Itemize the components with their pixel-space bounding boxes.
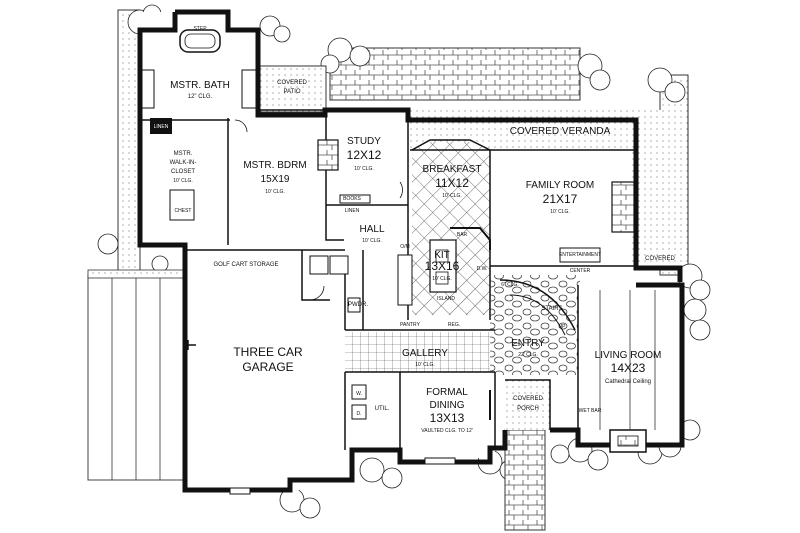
walkin-l3: CLOSET: [171, 169, 195, 175]
walkin-l2: WALK-IN-: [170, 160, 197, 166]
covered-patio-l1: COVERED: [277, 80, 307, 86]
walkin-l1: MSTR.: [174, 151, 193, 157]
mstr-bdrm-label: MSTR. BDRM: [243, 160, 306, 171]
three-car-l2: GARAGE: [242, 360, 293, 374]
driveway: [87, 269, 184, 481]
room-fills: [138, 12, 682, 490]
mstr-bath-label: MSTR. BATH: [170, 80, 230, 91]
kit-size: 13X16: [425, 259, 460, 273]
books-label: BOOKS: [343, 196, 361, 202]
formal-dining-size: 13X13: [430, 411, 465, 425]
study-clg: 10' CLG.: [354, 166, 374, 172]
chest-label: CHEST: [175, 208, 192, 214]
formal-dining-clg: VAULTED CLG. TO 12': [421, 428, 472, 434]
interior-walls: [140, 109, 636, 460]
fixtures: [141, 29, 656, 495]
gallery-clg: 10' CLG.: [415, 362, 435, 368]
entry-label: ENTRY: [511, 338, 545, 349]
util-label: UTIL.: [375, 406, 390, 412]
entertainment-l2: CENTER: [570, 268, 591, 274]
mstr-bath-clg: 12" CLG.: [188, 94, 213, 100]
breakfast-clg: 10' CLG.: [442, 193, 462, 199]
living-room-size: 14X23: [611, 361, 646, 375]
room-labels: STEP MSTR. BATH 12" CLG. LINEN MSTR. WAL…: [154, 26, 676, 434]
step-label: STEP: [193, 26, 207, 32]
family-room-clg: 10' CLG.: [550, 209, 570, 215]
dw-label: D.W.: [477, 266, 488, 272]
hall-label: HALL: [359, 224, 384, 235]
covered-porch-l1: COVERED: [513, 396, 543, 402]
bath-linen-label: LINEN: [154, 124, 169, 130]
pantry-label: PANTRY: [400, 322, 420, 328]
covered-veranda-label: COVERED VERANDA: [510, 126, 611, 137]
washer-label: W.: [356, 391, 362, 397]
entry-clg: 22' CLG.: [518, 352, 538, 358]
kit-label: KIT: [434, 250, 450, 261]
mstr-bdrm-size: 15X19: [261, 174, 290, 185]
mstr-bdrm-clg: 10' CLG.: [265, 189, 285, 195]
island-label: ISLAND: [437, 296, 455, 302]
kit-clg: 10' CLG.: [432, 276, 452, 282]
formal-dining-l2: DINING: [430, 400, 465, 411]
dryer-label: D.: [357, 411, 362, 417]
stairs-label: STAIRS: [541, 306, 562, 312]
linen-label: LINEN: [345, 208, 360, 214]
study-size: 12X12: [347, 148, 382, 162]
up-label: UP: [559, 324, 567, 330]
family-room-label: FAMILY ROOM: [526, 180, 595, 191]
entertainment-l1: ENTERTAINMENT: [559, 252, 601, 258]
pwdr-label: PWDR.: [348, 302, 368, 308]
covered-label: COVERED: [645, 256, 675, 262]
walkin-clg: 10' CLG.: [173, 178, 193, 184]
six-inch-clg: 6" CLG.: [501, 282, 519, 288]
golf-cart-label: GOLF CART STORAGE: [213, 262, 278, 268]
breakfast-label: BREAKFAST: [423, 164, 482, 175]
formal-dining-l1: FORMAL: [426, 387, 468, 398]
family-room-size: 21X17: [543, 192, 578, 206]
three-car-l1: THREE CAR: [233, 345, 303, 359]
reg-label: REG.: [448, 322, 460, 328]
hall-clg: 10' CLG.: [362, 238, 382, 244]
breakfast-size: 11X12: [435, 176, 469, 190]
om-label: O/M: [400, 244, 409, 250]
bar-label: BAR: [457, 232, 468, 238]
front-walkway: [504, 429, 546, 531]
wet-bar-label: WET BAR: [579, 408, 602, 414]
living-room-label: LIVING ROOM: [595, 350, 662, 361]
covered-porch-l2: PORCH: [517, 406, 539, 412]
living-room-clg: Cathedral Ceiling: [605, 379, 651, 385]
covered-patio-l2: PATIO: [283, 89, 300, 95]
gallery-label: GALLERY: [402, 348, 448, 359]
study-label: STUDY: [347, 136, 381, 147]
